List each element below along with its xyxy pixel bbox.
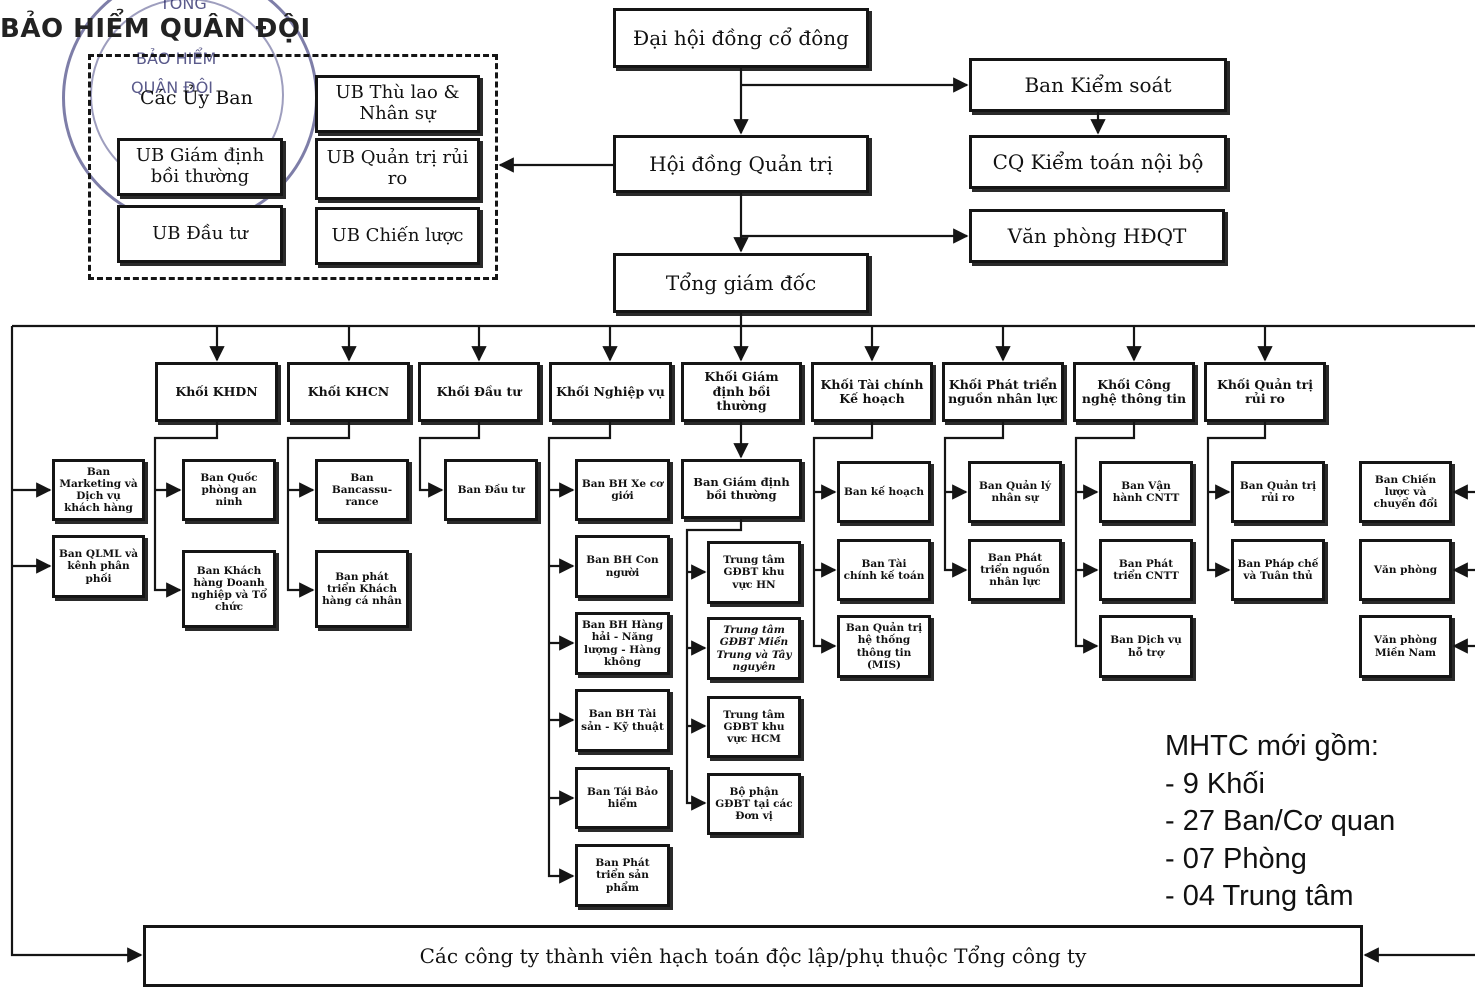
unit-strategy-transformation: Ban Chiến lược và chuyển đổi (1359, 461, 1452, 523)
shareholders-meeting-box: Đại hội đồng cổ đông (613, 8, 869, 68)
division-operations: Khối Nghiệp vụ (549, 362, 672, 422)
unit-mis: Ban Quản trị hệ thống thông tin (MIS) (837, 615, 931, 678)
stamp-text-2: BẢO HIỂM (136, 49, 217, 68)
center-claims-hcm: Trung tâm GĐBT khu vực HCM (707, 696, 801, 758)
division-risk-management: Khối Quản trị rủi ro (1204, 362, 1326, 422)
division-finance-planning: Khối Tài chính Kế hoạch (811, 362, 933, 422)
ceo-box: Tổng giám đốc (613, 253, 869, 313)
committee-strategy: UB Chiến lược (315, 207, 480, 265)
center-claims-central-highlands: Trung tâm GĐBT Miền Trung và Tây nguyên (707, 617, 801, 680)
unit-risk-management: Ban Quản trị rủi ro (1231, 461, 1325, 523)
member-companies-box: Các công ty thành viên hạch toán độc lập… (143, 925, 1363, 987)
board-of-directors-box: Hội đồng Quản trị (613, 135, 869, 193)
division-it: Khối Công nghệ thông tin (1073, 362, 1195, 422)
division-hr-development: Khối Phát triển nguồn nhân lực (942, 362, 1064, 422)
division-individual-customers: Khối KHCN (287, 362, 410, 422)
unit-defense-security: Ban Quốc phòng an ninh (182, 459, 276, 521)
unit-hr-development: Ban Phát triển nguồn nhân lực (968, 539, 1062, 601)
division-claims-assessment: Khối Giám định bồi thường (681, 362, 802, 422)
supervisory-board-box: Ban Kiểm soát (969, 58, 1227, 112)
unit-support-services: Ban Dịch vụ hỗ trợ (1099, 615, 1193, 678)
unit-personal-insurance: Ban BH Con người (575, 535, 670, 598)
summary-centers: - 04 Trung tâm (1165, 880, 1354, 912)
committees-group (88, 54, 498, 280)
company-name: BẢO HIỂM QUÂN ĐỘI (0, 14, 311, 44)
stamp-text-1: TỔNG (160, 0, 207, 13)
committee-remuneration-hr: UB Thù lao & Nhân sự (315, 75, 480, 133)
unit-southern-office: Văn phòng Miền Nam (1359, 615, 1452, 678)
stamp-text-3: QUÂN ĐỘI (131, 78, 214, 97)
unit-individual-client-development: Ban phát triển Khách hàng cá nhân (315, 550, 409, 628)
committee-risk-management: UB Quản trị rủi ro (315, 138, 480, 200)
unit-marine-energy-aviation: Ban BH Hàng hải - Năng lượng - Hàng khôn… (575, 612, 670, 675)
unit-investment: Ban Đầu tư (444, 459, 538, 521)
unit-hr-management: Ban Quản lý nhân sự (968, 461, 1062, 523)
division-investment: Khối Đầu tư (418, 362, 540, 422)
summary-departments: - 27 Ban/Cơ quan (1165, 805, 1396, 837)
unit-reinsurance: Ban Tái Bảo hiểm (575, 767, 670, 829)
center-claims-hanoi: Trung tâm GĐBT khu vực HN (707, 541, 801, 604)
division-corporate-customers: Khối KHDN (155, 362, 278, 422)
summary-title: MHTC mới gồm: (1165, 730, 1379, 762)
unit-legal-compliance: Ban Pháp chế và Tuân thủ (1231, 539, 1325, 601)
summary-divisions: - 9 Khối (1165, 767, 1265, 800)
unit-corporate-clients: Ban Khách hàng Doanh nghiệp và Tổ chức (182, 550, 276, 628)
unit-it-development: Ban Phát triển CNTT (1099, 539, 1193, 601)
unit-bancassurance: Ban Bancassu-rance (315, 459, 409, 521)
unit-marketing-customer-service: Ban Marketing và Dịch vụ khách hàng (52, 459, 145, 521)
unit-planning: Ban kế hoạch (837, 461, 931, 523)
unit-property-engineering: Ban BH Tài sản - Kỹ thuật (575, 689, 670, 752)
committee-claims-assessment: UB Giám định bồi thường (117, 138, 283, 196)
unit-distribution-channels: Ban QLML và kênh phân phối (52, 535, 145, 598)
internal-audit-box: CQ Kiểm toán nội bộ (969, 135, 1227, 189)
unit-claims-at-branches: Bộ phận GĐBT tại các Đơn vị (707, 773, 801, 835)
unit-claims-assessment: Ban Giám định bồi thường (681, 459, 802, 519)
unit-office: Văn phòng (1359, 539, 1452, 601)
committees-group-label: Các Ủy Ban (140, 87, 253, 109)
unit-product-development: Ban Phát triển sản phẩm (575, 844, 670, 907)
unit-it-operations: Ban Vận hành CNTT (1099, 461, 1193, 523)
committee-investment: UB Đầu tư (117, 205, 283, 263)
unit-motor-insurance: Ban BH Xe cơ giới (575, 459, 670, 521)
board-office-box: Văn phòng HĐQT (969, 209, 1225, 263)
summary-offices: - 07 Phòng (1165, 842, 1307, 875)
structure-summary: MHTC mới gồm: - 9 Khối - 27 Ban/Cơ quan … (1165, 728, 1395, 916)
unit-finance-accounting: Ban Tài chính kế toán (837, 539, 931, 601)
